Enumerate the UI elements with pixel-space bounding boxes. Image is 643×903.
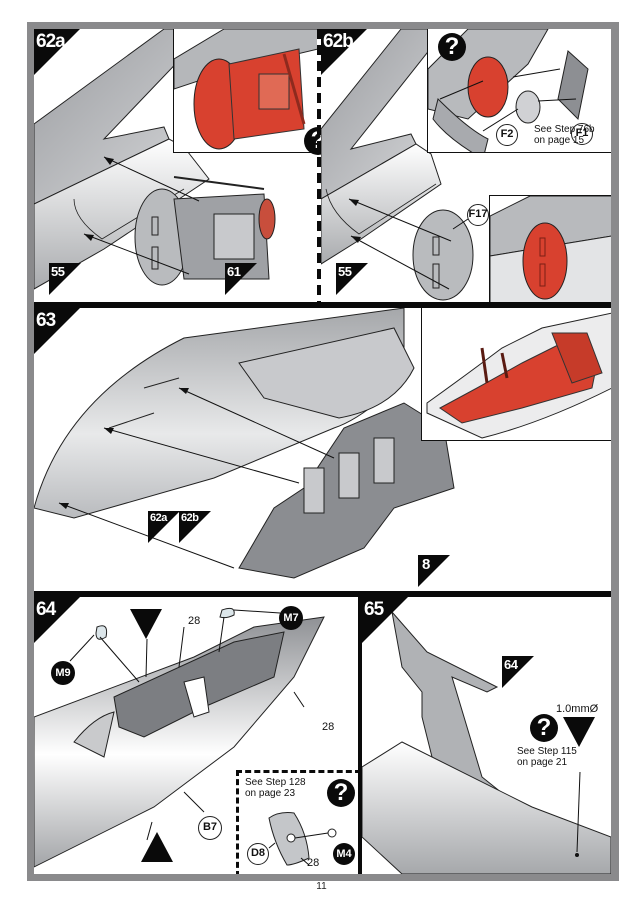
part-number-28: 28 xyxy=(307,857,320,869)
step-62b-illustration xyxy=(321,29,474,301)
part-ref-61: 61 xyxy=(225,263,257,295)
step-number: 64 xyxy=(36,599,56,620)
step-65-panel: 64 1.0mmØ ? See Step 115 on page 21 65 xyxy=(362,597,611,874)
step-62a-badge: 62a xyxy=(34,29,80,75)
step-number: 65 xyxy=(364,599,384,620)
drill-icon xyxy=(141,832,173,862)
inset-illustration xyxy=(174,29,317,150)
see-step-76b-note: See Step 76b on page 15 xyxy=(534,124,595,146)
step-62a-illustration xyxy=(34,29,276,290)
rear-fuselage xyxy=(362,741,611,874)
step-65-illustration xyxy=(362,610,611,874)
drill-icon xyxy=(563,717,595,747)
note-line: on page 21 xyxy=(517,757,568,768)
step-62b-panel: F17 ? F1 F2 See Step 76b on page 15 xyxy=(321,29,611,302)
step-63-badge: 63 xyxy=(34,308,80,354)
note-line: on page 15 xyxy=(534,135,585,146)
part-ref-62a: 62a xyxy=(148,511,180,543)
callout-b7: B7 xyxy=(198,816,222,840)
bulkhead-disc-f17 xyxy=(412,209,474,301)
note-line: See Step 76b xyxy=(534,124,595,135)
callout-f1: F1 xyxy=(571,123,593,145)
see-step-115-note: See Step 115 on page 21 xyxy=(517,746,577,768)
callout-d8: D8 xyxy=(247,843,269,865)
step-number: 62b xyxy=(323,31,354,52)
step-62a-inset xyxy=(173,29,317,153)
part-ref-55: 55 xyxy=(49,263,81,295)
part-ref-label: 62b xyxy=(181,512,199,524)
part-ref-label: 55 xyxy=(51,264,65,279)
drill-size-label: 1.0mmØ xyxy=(556,703,599,715)
see-step-128-note: See Step 128 on page 23 xyxy=(245,777,306,799)
help-question-icon[interactable]: ? xyxy=(327,779,355,807)
part-ref-8: 8 xyxy=(418,555,450,587)
part-ref-label: 55 xyxy=(338,264,352,279)
part-ref-64: 64 xyxy=(502,656,534,688)
note-line: on page 23 xyxy=(245,788,296,799)
inset-illustration xyxy=(490,196,611,302)
step-number: 62a xyxy=(36,31,66,52)
step-64-illustration xyxy=(34,607,325,868)
drill-icon xyxy=(130,609,162,639)
part-ref-label: 64 xyxy=(504,657,518,672)
step-number: 63 xyxy=(36,310,56,331)
part-ref-label: 62a xyxy=(150,512,167,524)
part-ref-55: 55 xyxy=(336,263,368,295)
part-ref-62b: 62b xyxy=(179,511,211,543)
callout-m9: M9 xyxy=(51,661,75,685)
step-62b-inset-bottom xyxy=(489,195,611,302)
step-62b-badge: 62b xyxy=(321,29,367,75)
callout-f2: F2 xyxy=(496,124,518,146)
step-64-badge: 64 xyxy=(34,597,80,643)
step-62a-panel: 62a 55 61 xyxy=(34,29,317,302)
part-ref-label: 61 xyxy=(227,264,241,279)
step-62b-inset-top: ? F1 F2 xyxy=(427,29,611,153)
step-65-badge: 65 xyxy=(362,597,408,643)
note-line: See Step 128 xyxy=(245,777,306,788)
step-63-inset xyxy=(421,308,611,441)
part-ref-label: 8 xyxy=(422,556,430,573)
step-64-detail-box: See Step 128 on page 23 ? D8 M4 28 xyxy=(236,770,358,874)
part-number-28: 28 xyxy=(322,721,335,733)
inset-illustration xyxy=(426,312,611,439)
step-63-illustration xyxy=(34,308,455,579)
callout-m4: M4 xyxy=(333,843,355,865)
callout-m7: M7 xyxy=(279,606,303,630)
help-question-icon[interactable]: ? xyxy=(438,33,466,61)
callout-f17: F17 xyxy=(467,204,489,226)
step-64-panel: 28 28 M9 M7 B7 See Step 128 on page 23 ?… xyxy=(34,597,358,874)
step-divider xyxy=(34,302,611,308)
instruction-sheet: 62a 55 61 ? F17 xyxy=(34,29,611,874)
step-divider xyxy=(34,591,611,597)
fuselage-shape xyxy=(34,138,210,290)
step-divider-dashed xyxy=(317,29,321,302)
note-line: See Step 115 xyxy=(517,746,577,757)
d8-part-illustration xyxy=(268,812,337,866)
part-number-28: 28 xyxy=(188,615,201,627)
step-63-panel: 63 62a 62b 8 xyxy=(34,308,611,591)
step-divider xyxy=(358,597,362,874)
page-number: 11 xyxy=(316,881,327,892)
help-question-icon[interactable]: ? xyxy=(530,714,558,742)
